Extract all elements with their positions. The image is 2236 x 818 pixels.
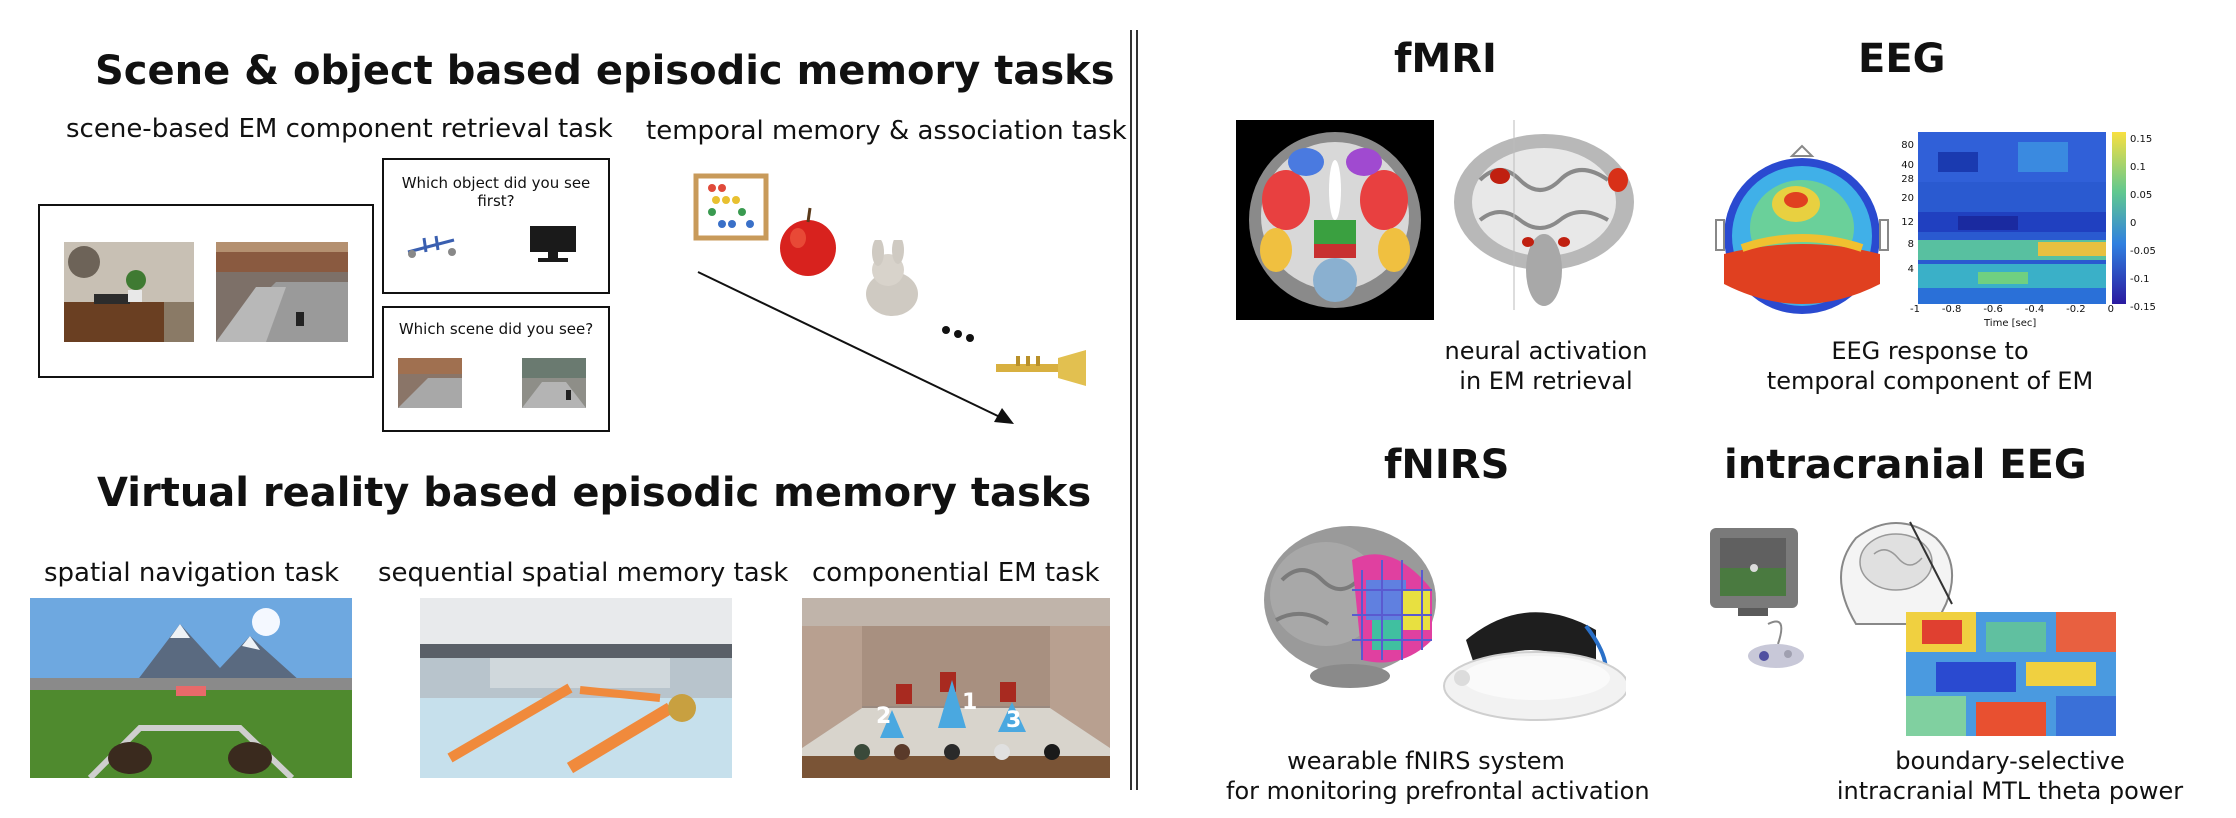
eeg-y-ticks: 80 40 28 20 12 8 4 [1888, 132, 1914, 285]
fnirs-brain-map [1264, 526, 1436, 688]
eeg-y-tick: 20 [1901, 193, 1914, 204]
object-question: Which object did you see first? [401, 174, 591, 210]
fmri-coronal-atlas [1236, 120, 1434, 320]
fmri-title: fMRI [1394, 36, 1497, 82]
ieeg-caption-line2: intracranial MTL theta power [1836, 777, 2184, 805]
fnirs-caption-line1: wearable fNIRS system [1287, 747, 1565, 775]
eeg-caption-line1: EEG response to [1831, 337, 2029, 365]
fmri-activation-map [1440, 120, 1646, 310]
object-question-box: Which object did you see first? [382, 158, 610, 294]
fnirs-title: fNIRS [1384, 442, 1510, 488]
colorbar-tick: -0.15 [2130, 302, 2156, 313]
fnirs-caption-line2: for monitoring prefrontal activation [1226, 777, 1650, 805]
arrow-number-1: 1 [962, 690, 978, 715]
spatial-navigation-screenshot [30, 598, 352, 778]
eeg-time-frequency-map [1918, 132, 2106, 304]
arrow-number-3: 3 [1006, 708, 1022, 733]
colorbar-tick: 0.1 [2130, 162, 2146, 173]
colorbar-tick: -0.05 [2130, 246, 2156, 257]
vr-task-label-1: spatial navigation task [44, 558, 340, 588]
trumpet-icon [996, 350, 1086, 386]
eeg-caption: EEG response to temporal component of EM [1730, 336, 2130, 396]
abacus-icon [693, 173, 769, 241]
scooter-icon [407, 235, 456, 258]
eeg-x-tick: -0.6 [1983, 304, 2003, 315]
scene-object-title: Scene & object based episodic memory tas… [95, 48, 1115, 94]
eeg-x-tick: 0 [2107, 304, 2114, 315]
arrow-number-2: 2 [876, 704, 892, 729]
temporal-task-label: temporal memory & association task [646, 116, 1127, 146]
fnirs-headset [1443, 612, 1626, 721]
fmri-caption: neural activation in EM retrieval [1426, 336, 1666, 396]
eeg-x-tick: -0.2 [2066, 304, 2086, 315]
eeg-caption-line2: temporal component of EM [1766, 367, 2094, 395]
eeg-y-tick: 4 [1907, 264, 1914, 275]
colorbar-tick: 0.15 [2130, 134, 2153, 145]
fmri-caption-line2: in EM retrieval [1459, 367, 1633, 395]
eeg-y-tick: 80 [1901, 140, 1914, 151]
eeg-x-ticks: -1 -0.8 -0.6 -0.4 -0.2 0 [1910, 304, 2114, 315]
colorbar-tick: -0.1 [2130, 274, 2150, 285]
colorbar-tick: 0.05 [2130, 190, 2153, 201]
time-arrow [697, 271, 1014, 424]
scene-option-2 [522, 358, 586, 408]
eeg-colorbar-ticks: 0.15 0.1 0.05 0 -0.05 -0.1 -0.15 [2130, 126, 2156, 322]
eeg-y-tick: 28 [1901, 174, 1914, 185]
monitor-icon [530, 226, 576, 262]
fnirs-caption: wearable fNIRS system for monitoring pre… [1226, 746, 1650, 806]
ellipsis-dots [942, 326, 974, 342]
head-brain-illustration [1840, 521, 1953, 625]
scene-stimulus-box [38, 204, 374, 378]
theta-power-map [1906, 612, 2116, 736]
ieeg-caption: boundary-selective intracranial MTL thet… [1810, 746, 2210, 806]
street-photo [216, 242, 348, 342]
vr-title: Virtual reality based episodic memory ta… [97, 470, 1092, 516]
sequential-spatial-memory-screenshot [420, 598, 732, 778]
fmri-caption-line1: neural activation [1444, 337, 1648, 365]
eeg-x-tick: -1 [1910, 304, 1920, 315]
eeg-title: EEG [1858, 36, 1946, 82]
eeg-colorbar [2112, 132, 2126, 304]
eeg-y-tick: 12 [1901, 217, 1914, 228]
ieeg-caption-line1: boundary-selective [1895, 747, 2125, 775]
eeg-y-tick: 8 [1907, 239, 1914, 250]
plush-bunny-icon [866, 240, 918, 316]
componential-em-screenshot [802, 598, 1110, 778]
eeg-topomap [1715, 144, 1889, 314]
eeg-x-tick: -0.4 [2024, 304, 2045, 315]
divider-line-1 [1130, 30, 1132, 790]
divider-line-2 [1136, 30, 1138, 790]
colorbar-tick: 0 [2130, 218, 2137, 229]
apple-icon [780, 207, 836, 276]
eeg-xlabel: Time [sec] [1984, 318, 2037, 329]
scene-option-1 [398, 358, 462, 408]
vr-task-label-2: sequential spatial memory task [378, 558, 789, 588]
scene-question: Which scene did you see? [398, 320, 594, 338]
eeg-y-tick: 40 [1901, 160, 1914, 171]
tv-gamepad-illustration [1710, 528, 1804, 668]
scene-task-label: scene-based EM component retrieval task [66, 114, 613, 144]
eeg-x-tick: -0.8 [1941, 304, 1962, 315]
ieeg-title: intracranial EEG [1724, 442, 2087, 488]
room-photo [64, 242, 194, 342]
scene-question-box: Which scene did you see? [382, 306, 610, 432]
vr-task-label-3: componential EM task [812, 558, 1100, 588]
